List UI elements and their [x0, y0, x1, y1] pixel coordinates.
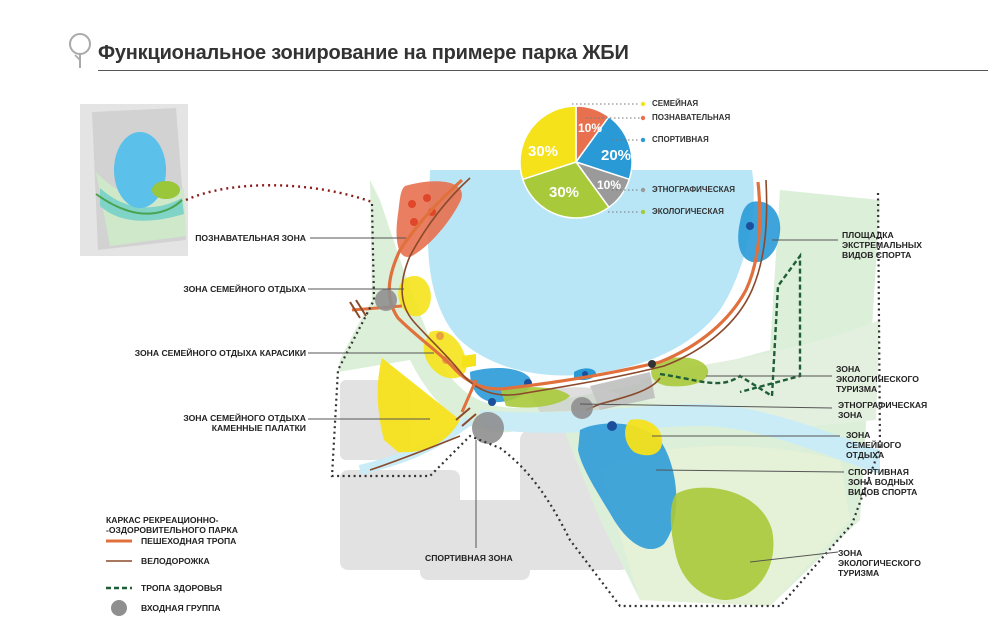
- legend-title-line2: -ОЗДОРОВИТЕЛЬНОГО ПАРКА: [106, 525, 238, 535]
- pie-legend-educational: ПОЗНАВАТЕЛЬНАЯ: [652, 113, 731, 122]
- lake: [428, 170, 754, 376]
- label-eco1-line3: ТУРИЗМА: [836, 384, 878, 394]
- label-eco2-line3: ТУРИЗМА: [838, 568, 880, 578]
- label-family-zone-2: ЗОНА СЕМЕЙНОГО ОТДЫХА: [846, 430, 901, 460]
- pie-label-family: 30%: [528, 143, 559, 160]
- zone-eco-2: [670, 487, 774, 600]
- zone-family-stone: [377, 358, 460, 453]
- pie-legend-eco: ЭКОЛОГИЧЕСКАЯ: [652, 207, 724, 216]
- legend-bike-path: ВЕЛОДОРОЖКА: [141, 556, 210, 566]
- pie-legend-family: СЕМЕЙНАЯ: [652, 99, 699, 108]
- label-eco1-line2: ЭКОЛОГИЧЕСКОГО: [836, 374, 919, 384]
- entry-group-1: [375, 289, 397, 311]
- legend-entry-group: ВХОДНАЯ ГРУППА: [141, 603, 221, 613]
- label-family2-line3: ОТДЫХА: [846, 450, 885, 460]
- pie-legend-sport: СПОРТИВНАЯ: [652, 135, 709, 144]
- label-family-karasiki: ЗОНА СЕМЕЙНОГО ОТДЫХА КАРАСИКИ: [134, 348, 306, 358]
- label-family-stone-line2: КАМЕННЫЕ ПАЛАТКИ: [211, 423, 306, 433]
- entry-group-3: [571, 397, 593, 419]
- label-water-line3: ВИДОВ СПОРТА: [848, 487, 918, 497]
- pie-slice-4: [521, 161, 610, 219]
- pie-slice-0: [519, 105, 577, 181]
- label-family-stone: ЗОНА СЕМЕЙНОГО ОТДЫХА КАМЕННЫЕ ПАЛАТКИ: [100, 413, 306, 433]
- legend-title: КАРКАС РЕКРЕАЦИОННО- -ОЗДОРОВИТЕЛЬНОГО П…: [106, 515, 238, 535]
- label-educational-zone: ПОЗНАВАТЕЛЬНАЯ ЗОНА: [195, 233, 306, 243]
- label-eco-tourism-1: ЗОНА ЭКОЛОГИЧЕСКОГО ТУРИЗМА: [836, 364, 919, 394]
- inset-map: [80, 104, 188, 256]
- inset-connector: [185, 184, 373, 204]
- label-family-stone-line1: ЗОНА СЕМЕЙНОГО ОТДЫХА: [183, 413, 306, 423]
- zone-water-sport: [578, 423, 677, 550]
- entry-group-2: [472, 412, 504, 444]
- pie-legend-ethno: ЭТНОГРАФИЧЕСКАЯ: [652, 185, 736, 194]
- pie-slice-2: [574, 115, 633, 181]
- zone-family: [398, 276, 431, 317]
- label-family-zone: ЗОНА СЕМЕЙНОГО ОТДЫХА: [183, 284, 306, 294]
- label-ethno-line1: ЭТНОГРАФИЧЕСКАЯ: [838, 400, 928, 410]
- health-trail-line: [659, 252, 802, 399]
- legend-walking-path: ПЕШЕХОДНАЯ ТРОПА: [141, 536, 237, 546]
- zone-share-pie: [519, 105, 633, 219]
- label-extreme-sport: ПЛОЩАДКА ЭКСТРЕМАЛЬНЫХ ВИДОВ СПОРТА: [842, 230, 922, 260]
- label-family2-line1: ЗОНА: [846, 430, 871, 440]
- label-water-line1: СПОРТИВНАЯ: [848, 467, 909, 477]
- pie-label-sport: 20%: [601, 147, 632, 164]
- river: [480, 404, 880, 474]
- walking-path-line: [387, 178, 762, 391]
- label-family2-line2: СЕМЕЙНОГО: [846, 440, 902, 450]
- pie-label-ethno: 10%: [597, 178, 622, 192]
- label-eco-tourism-2: ЗОНА ЭКОЛОГИЧЕСКОГО ТУРИЗМА: [838, 548, 921, 578]
- label-water-sport: СПОРТИВНАЯ ЗОНА ВОДНЫХ ВИДОВ СПОРТА: [848, 467, 917, 497]
- label-eco1-line1: ЗОНА: [836, 364, 861, 374]
- zone-family-2: [625, 419, 663, 456]
- page-title: Функциональное зонирование на примере па…: [98, 42, 629, 64]
- pie-label-eco: 30%: [549, 184, 580, 201]
- tree-icon: [69, 33, 91, 68]
- label-extreme-line2: ЭКСТРЕМАЛЬНЫХ: [842, 240, 922, 250]
- label-water-line2: ЗОНА ВОДНЫХ: [848, 477, 914, 487]
- label-extreme-line1: ПЛОЩАДКА: [842, 230, 894, 240]
- title-divider: [98, 70, 988, 71]
- label-eco2-line2: ЭКОЛОГИЧЕСКОГО: [838, 558, 921, 568]
- label-extreme-line3: ВИДОВ СПОРТА: [842, 250, 912, 260]
- bike-path-line: [401, 177, 768, 396]
- legend-symbols: [106, 539, 132, 616]
- label-eco2-line1: ЗОНА: [838, 548, 863, 558]
- pie-label-educational: 10%: [578, 121, 603, 135]
- label-sport-zone: СПОРТИВНАЯ ЗОНА: [425, 553, 513, 563]
- label-ethno-zone: ЭТНОГРАФИЧЕСКАЯ ЗОНА: [838, 400, 927, 420]
- label-ethno-line2: ЗОНА: [838, 410, 863, 420]
- legend-title-line1: КАРКАС РЕКРЕАЦИОННО-: [106, 515, 219, 525]
- legend-health-trail: ТРОПА ЗДОРОВЬЯ: [141, 583, 223, 593]
